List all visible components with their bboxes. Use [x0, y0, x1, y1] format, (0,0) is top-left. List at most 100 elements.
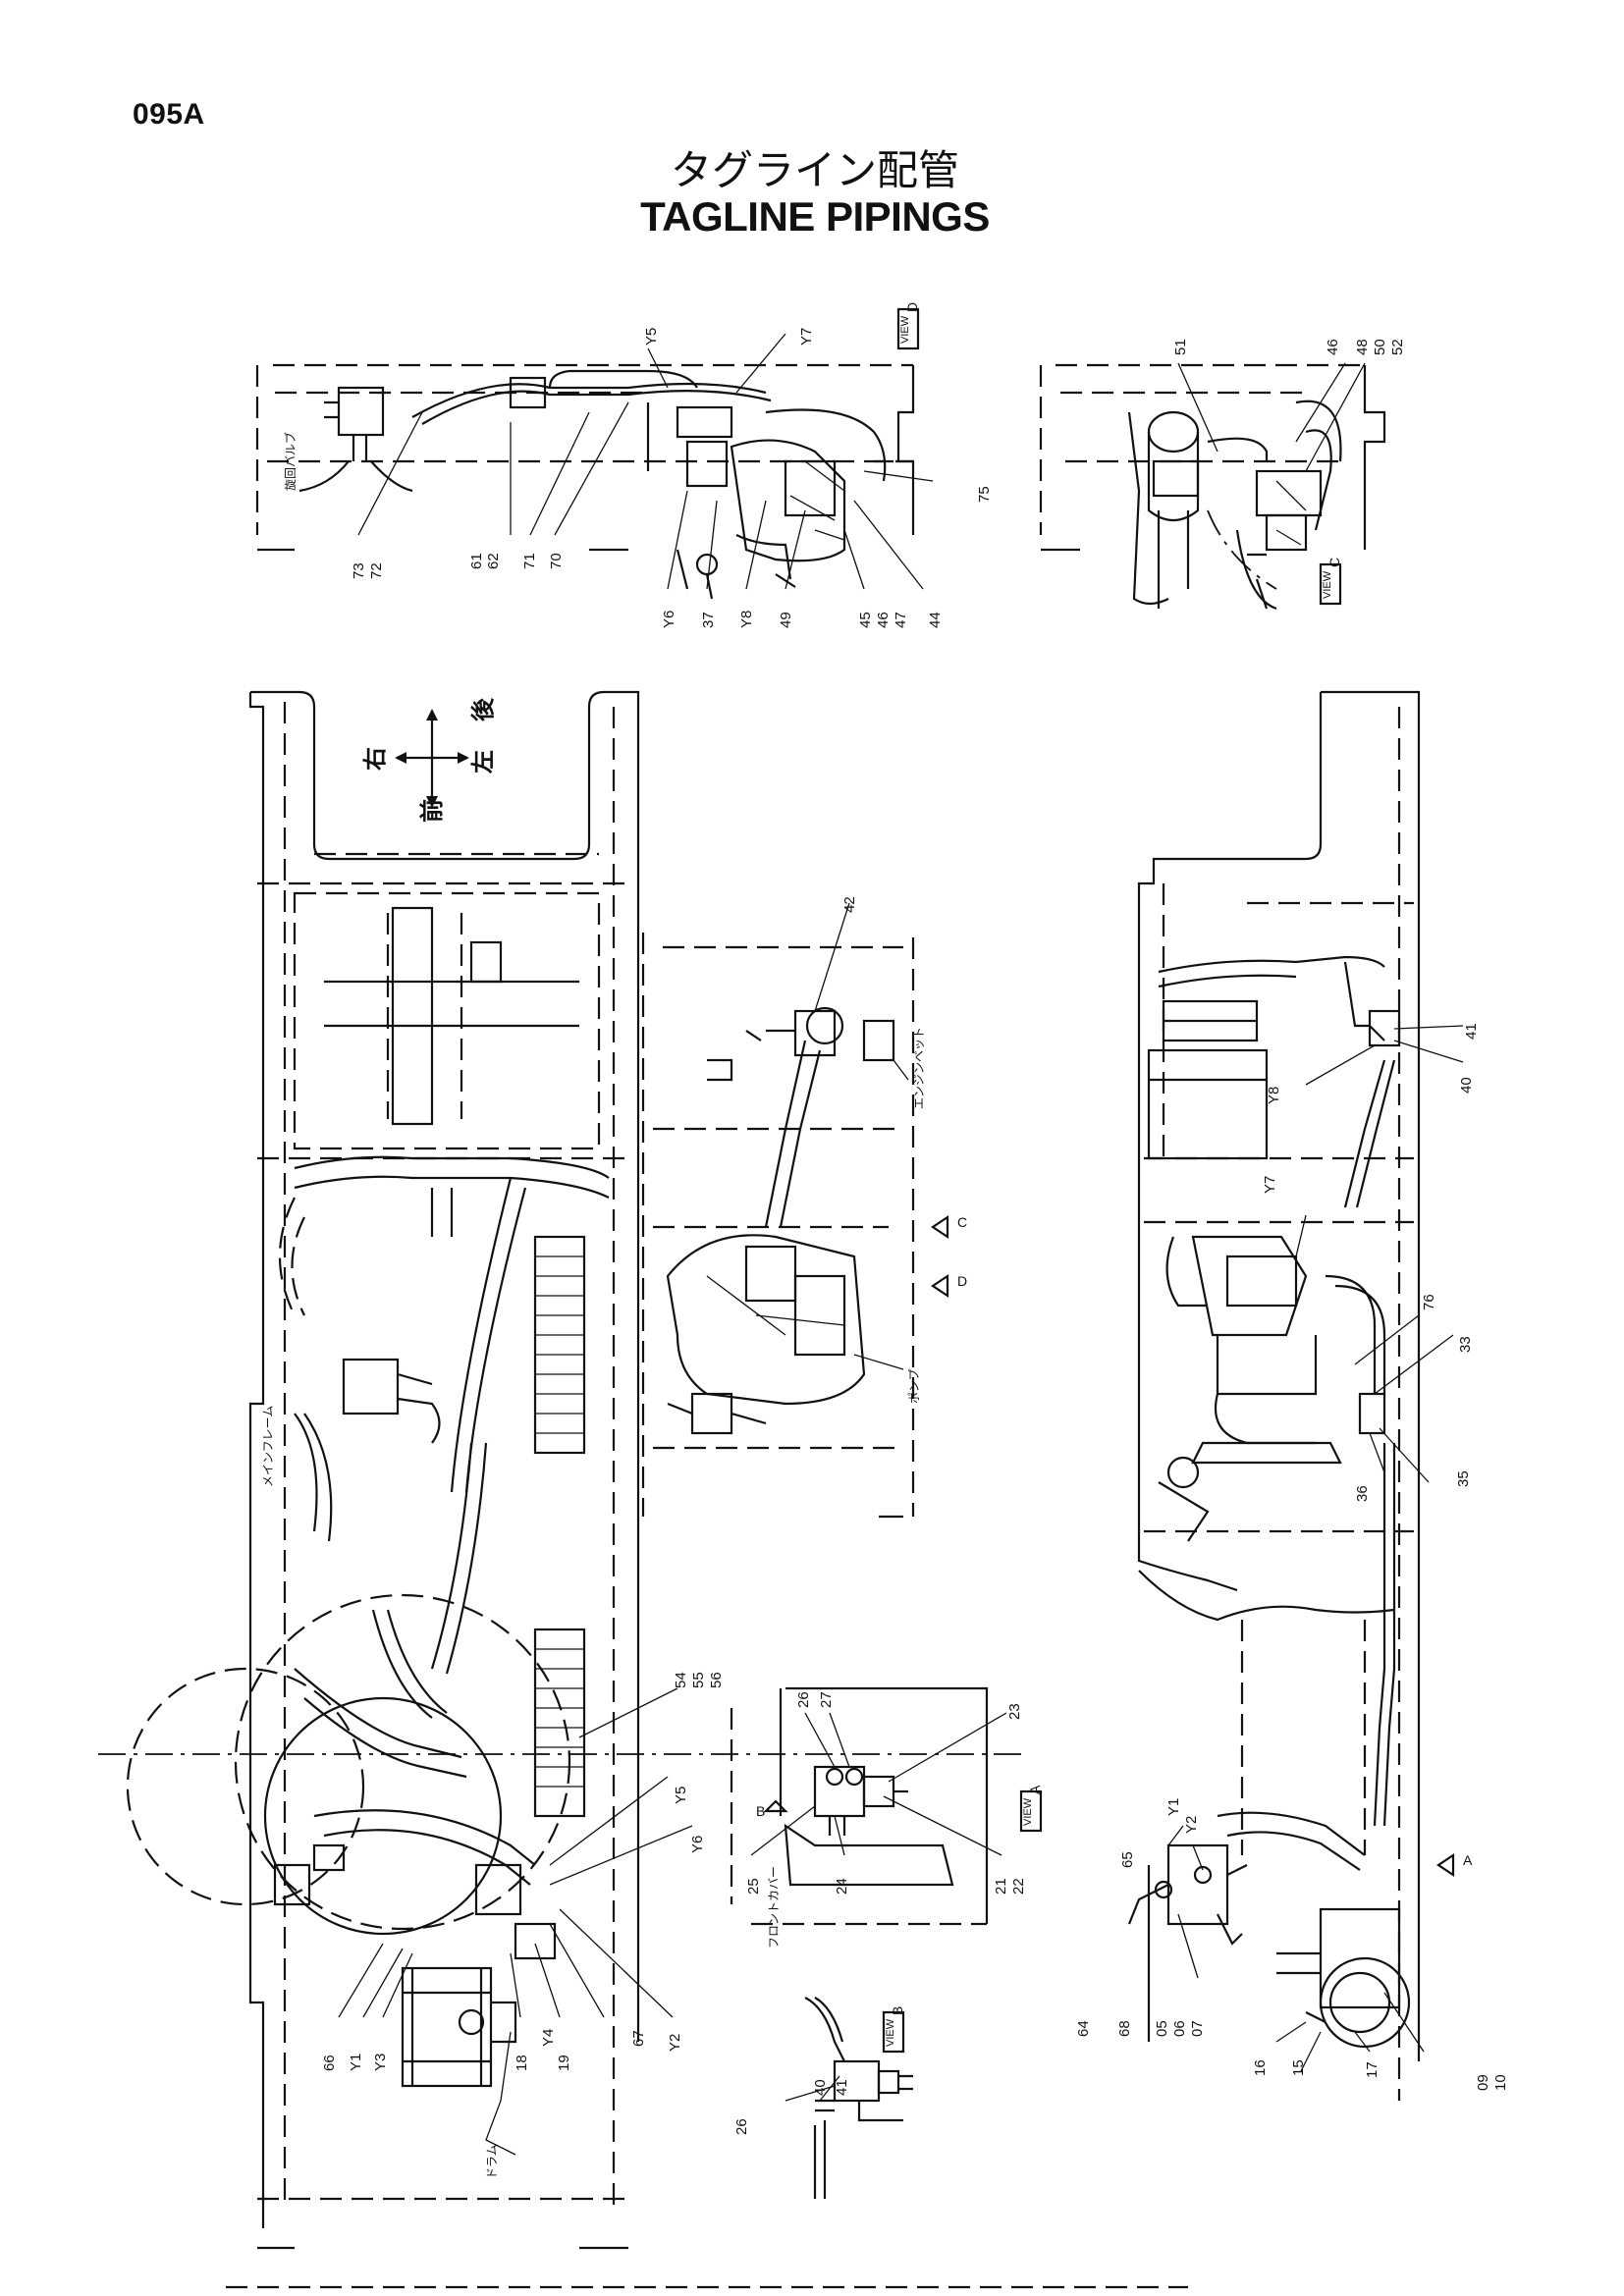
callout-s-10: 10 — [1492, 2074, 1509, 2091]
callout-s-06: 06 — [1171, 2020, 1188, 2037]
callout-66: 66 — [321, 2055, 338, 2071]
callout-s-16: 16 — [1252, 2059, 1269, 2076]
direction-left: 左 — [469, 750, 497, 774]
callout-plan-y2: Y2 — [667, 2034, 683, 2052]
callout-d-61: 61 — [468, 553, 485, 569]
right-side-view: A 41 40 Y8 Y7 76 33 35 36 65 Y1 Y2 64 68… — [1075, 690, 1509, 2101]
callout-c-52: 52 — [1389, 339, 1406, 355]
view-b-letter: B — [890, 2006, 905, 2015]
callout-d-y6: Y6 — [661, 611, 677, 628]
callout-55: 55 — [690, 1672, 707, 1688]
callout-d-46: 46 — [875, 612, 892, 628]
callout-s-64: 64 — [1075, 2020, 1092, 2037]
callout-s-35: 35 — [1455, 1470, 1472, 1487]
callout-c-50: 50 — [1372, 339, 1388, 355]
callout-d-72: 72 — [368, 562, 385, 579]
note-engine-unit: エンジンベット — [912, 1027, 926, 1109]
view-d-word: VIEW — [899, 315, 911, 344]
callout-d-y7: Y7 — [798, 328, 815, 346]
callout-s-09: 09 — [1475, 2074, 1491, 2091]
callout-plan-y6: Y6 — [689, 1836, 706, 1853]
page-title: タグライン配管 TAGLINE PIPINGS — [550, 147, 1080, 240]
callout-42: 42 — [841, 896, 858, 913]
callout-d-73: 73 — [351, 562, 367, 579]
callout-s-y7: Y7 — [1262, 1176, 1278, 1194]
page-code: 095A — [133, 98, 205, 131]
callout-plan-y1: Y1 — [348, 2054, 364, 2071]
note-main-frame: メインフレーム — [261, 1406, 275, 1487]
callout-plan-y3: Y3 — [372, 2054, 389, 2071]
callout-a-23: 23 — [1006, 1703, 1023, 1720]
view-b-detail: VIEW B 40 41 26 — [733, 1997, 913, 2199]
view-b-word: VIEW — [885, 2018, 896, 2047]
callout-a-21: 21 — [993, 1878, 1009, 1895]
title-japanese: タグライン配管 — [670, 146, 959, 194]
callout-plan-y5: Y5 — [673, 1787, 689, 1804]
callout-b-40: 40 — [812, 2079, 829, 2096]
callout-s-41: 41 — [1463, 1023, 1480, 1040]
callout-s-33: 33 — [1457, 1336, 1474, 1353]
callout-c-48: 48 — [1354, 339, 1371, 355]
callout-54: 54 — [673, 1672, 689, 1688]
direction-right: 右 — [361, 747, 389, 771]
engine-area-detail: C D エンジンベット ポンプ 42 — [641, 896, 967, 1519]
callout-d-71: 71 — [521, 553, 538, 569]
callout-56: 56 — [708, 1672, 725, 1688]
view-c-detail: VIEW C 51 46 48 50 52 — [1039, 339, 1406, 611]
callout-s-17: 17 — [1364, 2061, 1380, 2078]
view-a-letter: A — [1027, 1785, 1043, 1794]
callout-67: 67 — [630, 2030, 647, 2047]
note-front-cover: フロントカバー — [767, 1866, 781, 1949]
title-english: TAGLINE PIPINGS — [640, 193, 990, 240]
callout-b-26: 26 — [733, 2118, 750, 2135]
callout-d-62: 62 — [485, 553, 502, 569]
callout-s-15: 15 — [1290, 2059, 1307, 2076]
view-d-detail: VIEW D 旋回バルブ Y5 Y7 75 73 72 61 62 71 70 … — [255, 302, 993, 628]
callout-s-y2: Y2 — [1183, 1816, 1200, 1834]
callout-s-40: 40 — [1458, 1077, 1475, 1094]
callout-d-45: 45 — [857, 612, 874, 628]
view-c-word: VIEW — [1322, 570, 1333, 599]
callout-19: 19 — [556, 2055, 572, 2071]
callout-s-y8: Y8 — [1266, 1087, 1282, 1104]
callout-d-75: 75 — [976, 486, 993, 503]
callout-a-22: 22 — [1010, 1878, 1027, 1895]
callout-d-y8: Y8 — [738, 611, 755, 628]
callout-s-68: 68 — [1116, 2020, 1133, 2037]
callout-s-76: 76 — [1421, 1294, 1437, 1310]
callout-18: 18 — [514, 2055, 530, 2071]
callout-d-y5: Y5 — [643, 328, 660, 346]
marker-a-arrow: A — [1463, 1852, 1473, 1868]
direction-indicator: 右 後 前 左 — [361, 697, 497, 823]
left-plan-view: メインフレーム ドラム 54 55 56 Y5 Y6 66 Y1 Y3 18 1… — [98, 690, 1021, 2250]
callout-c-46: 46 — [1325, 339, 1341, 355]
callout-d-47: 47 — [893, 612, 909, 628]
view-d-letter: D — [904, 302, 920, 312]
view-a-word: VIEW — [1022, 1797, 1034, 1826]
marker-c-arrow: C — [957, 1214, 967, 1230]
marker-d-arrow: D — [957, 1273, 967, 1289]
note-drum: ドラム — [485, 2144, 499, 2179]
callout-a-27: 27 — [818, 1691, 835, 1708]
callout-d-37: 37 — [700, 612, 717, 628]
view-c-letter: C — [1326, 558, 1342, 567]
callout-c-51: 51 — [1172, 339, 1189, 355]
callout-s-07: 07 — [1189, 2020, 1206, 2037]
callout-d-44: 44 — [927, 612, 944, 628]
marker-b-arrow: B — [756, 1803, 765, 1819]
callout-a-25: 25 — [745, 1878, 762, 1895]
callout-s-y1: Y1 — [1165, 1798, 1182, 1816]
callout-plan-y4: Y4 — [540, 2029, 557, 2047]
callout-d-70: 70 — [548, 553, 565, 569]
callout-a-24: 24 — [834, 1878, 850, 1895]
callout-a-26: 26 — [795, 1691, 812, 1708]
callout-s-05: 05 — [1154, 2020, 1170, 2037]
direction-front: 前 — [418, 799, 446, 823]
note-swing-valve: 旋回バルブ — [283, 432, 298, 491]
direction-rear: 後 — [469, 697, 497, 721]
callout-b-41: 41 — [834, 2079, 850, 2096]
callout-s-65: 65 — [1119, 1851, 1136, 1868]
callout-s-36: 36 — [1354, 1485, 1371, 1502]
view-a-detail: B VIEW A フロントカバー 26 27 23 25 24 21 22 — [730, 1686, 1043, 1949]
